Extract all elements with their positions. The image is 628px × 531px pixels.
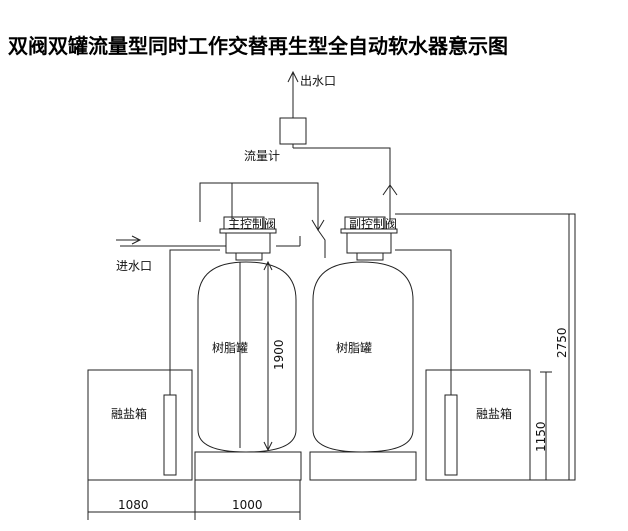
- dim-brine-height: [540, 371, 552, 481]
- brine-tank-right-label: 融盐箱: [476, 406, 512, 421]
- dim-tank-height-label: 1900: [272, 339, 286, 370]
- aux-valve-label: 副控制阀: [349, 217, 397, 231]
- outlet-label: 出水口: [300, 74, 336, 88]
- inlet-label: 进水口: [116, 259, 152, 273]
- dim-bottom: [87, 480, 301, 520]
- dim-total-height-label: 2750: [555, 327, 569, 358]
- dim-tank-height: [263, 260, 273, 452]
- brine-tank-left: [87, 369, 193, 481]
- outlet-pipe: [293, 147, 398, 222]
- inlet-arrow: [116, 235, 301, 247]
- brine-line-left: [169, 249, 220, 395]
- outlet-arrow: [287, 70, 299, 118]
- brine-line-right: [395, 249, 452, 395]
- resin-tank-right: [312, 261, 414, 453]
- diagram-title: 双阀双罐流量型同时工作交替再生型全自动软水器意示图: [8, 34, 508, 58]
- tank-base-right: [309, 451, 417, 481]
- resin-tank-left: [197, 261, 297, 453]
- dim-brine-height-label: 1150: [534, 421, 548, 452]
- dim-tank-width-label: 1000: [232, 498, 263, 512]
- brine-tank-left-label: 融盐箱: [111, 406, 147, 421]
- main-valve: [219, 216, 277, 261]
- tank-base-left: [194, 451, 302, 481]
- aux-valve: [340, 216, 398, 261]
- main-valve-label: 主控制阀: [228, 217, 276, 231]
- flow-meter-box: [279, 117, 307, 145]
- resin-tank-left-label: 树脂罐: [212, 340, 248, 355]
- bypass-pipe: [199, 182, 326, 258]
- brine-well-left: [163, 394, 177, 476]
- flow-meter-label: 流量计: [244, 149, 280, 163]
- frame-line-right: [395, 213, 576, 481]
- brine-well-right: [444, 394, 458, 476]
- dim-brine-width-label: 1080: [118, 498, 149, 512]
- resin-tank-right-label: 树脂罐: [336, 340, 372, 355]
- brine-tank-right: [425, 369, 531, 481]
